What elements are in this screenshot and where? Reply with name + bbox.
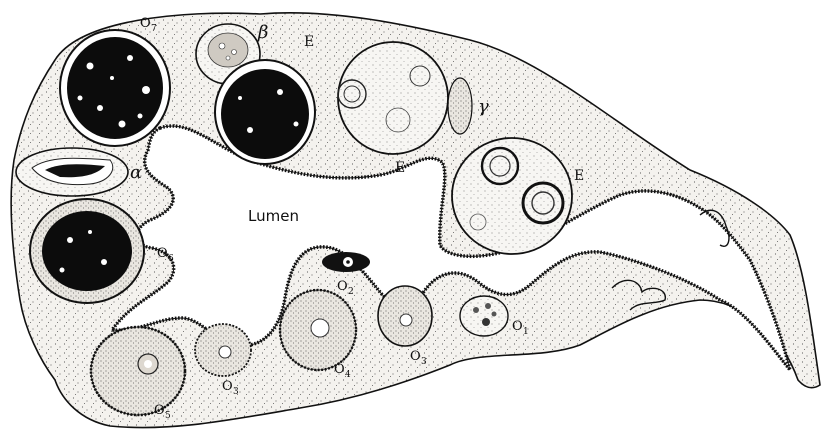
svg-text:O: O bbox=[222, 379, 233, 394]
svg-text:O: O bbox=[157, 246, 168, 261]
epithelium-label: E bbox=[574, 168, 584, 184]
lumen-label: Lumen bbox=[248, 207, 299, 225]
oocyte-o3-right bbox=[378, 286, 432, 346]
oocyte-o6 bbox=[30, 199, 144, 303]
oocyte-o1 bbox=[460, 296, 508, 336]
oocyte-o3-left bbox=[195, 324, 251, 376]
svg-text:O: O bbox=[154, 403, 165, 418]
svg-text:O: O bbox=[512, 319, 523, 334]
svg-text:6: 6 bbox=[168, 254, 174, 264]
oocyte-o5 bbox=[91, 327, 185, 415]
svg-text:7: 7 bbox=[151, 24, 157, 34]
svg-text:2: 2 bbox=[348, 287, 354, 297]
beta-label: β bbox=[257, 22, 268, 43]
oocyte-degenerate-upper bbox=[338, 42, 448, 154]
svg-text:3: 3 bbox=[421, 357, 427, 367]
svg-text:5: 5 bbox=[165, 411, 171, 421]
svg-text:O: O bbox=[337, 279, 348, 294]
oocyte-o2 bbox=[322, 252, 370, 272]
gamma-label: γ bbox=[478, 96, 489, 117]
epithelium-label: E bbox=[304, 34, 314, 50]
svg-text:3: 3 bbox=[233, 387, 239, 397]
oocyte-dark-center bbox=[215, 60, 315, 164]
alpha-structure bbox=[16, 148, 128, 196]
gamma-structure bbox=[448, 78, 472, 134]
svg-text:O: O bbox=[410, 349, 421, 364]
epithelium-label: E bbox=[395, 160, 405, 176]
svg-text:O: O bbox=[140, 16, 151, 31]
svg-text:1: 1 bbox=[523, 327, 529, 337]
svg-text:O: O bbox=[334, 362, 345, 377]
oocyte-degenerate-right bbox=[452, 138, 572, 254]
alpha-label: α bbox=[130, 162, 142, 183]
oocyte-o7 bbox=[60, 30, 170, 146]
svg-text:4: 4 bbox=[345, 370, 351, 380]
oocyte-o4 bbox=[280, 290, 356, 370]
